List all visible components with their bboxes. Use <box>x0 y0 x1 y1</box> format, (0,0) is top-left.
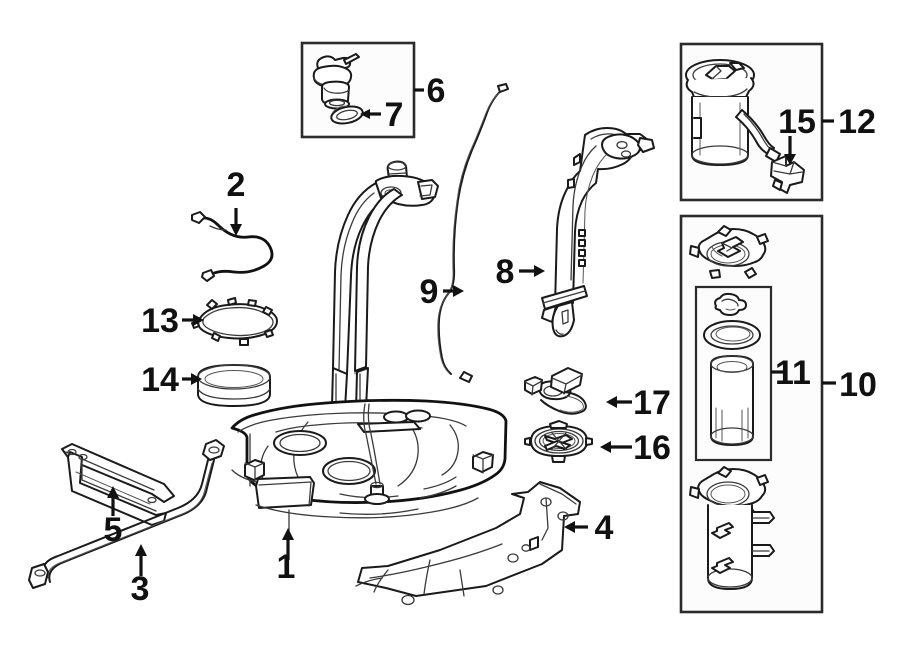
callout-1: 1 <box>277 548 296 586</box>
callout-8: 8 <box>496 253 515 291</box>
callout-4: 4 <box>595 509 614 547</box>
leader-13 <box>182 314 204 326</box>
callout-6: 6 <box>427 72 446 110</box>
part-tank-strap <box>28 439 225 589</box>
leader-16 <box>600 441 632 453</box>
part-filter-element <box>710 355 754 446</box>
leader-5 <box>107 486 119 516</box>
part-fuel-pressure-regulator <box>312 53 360 110</box>
part-filler-neck-housing <box>541 127 655 338</box>
part-pump-connector-clip <box>770 155 805 194</box>
part-vent-tube <box>437 83 509 383</box>
callout-14: 14 <box>141 361 179 399</box>
leader-1 <box>282 528 294 560</box>
leader-3 <box>135 544 147 576</box>
part-fuel-pump-sender-assembly <box>685 59 781 166</box>
part-fuel-level-sensor <box>524 367 587 415</box>
callout-12: 12 <box>838 103 876 141</box>
callout-17: 17 <box>633 384 671 422</box>
part-fuel-tank <box>230 398 508 535</box>
part-tank-seal-gasket <box>197 364 271 407</box>
callout-7: 7 <box>385 96 404 134</box>
leader-7 <box>360 109 381 119</box>
part-regulator-seal-ring <box>330 105 364 125</box>
callout-11: 11 <box>775 354 811 392</box>
leader-9 <box>443 285 464 297</box>
part-pump-module-housing <box>689 466 775 590</box>
part-filter-seal-ring <box>703 320 761 350</box>
callout-16: 16 <box>633 429 671 467</box>
leader-14 <box>182 373 202 385</box>
callout-5: 5 <box>104 511 123 549</box>
part-fuel-filler-pipe <box>331 160 439 420</box>
leader-15 <box>784 136 796 165</box>
part-pump-module-top-cap <box>689 225 769 279</box>
callout-3: 3 <box>131 570 150 608</box>
callout-10: 10 <box>839 366 877 404</box>
part-ground-strap-cable <box>191 211 274 282</box>
part-heat-shield-bracket <box>355 481 581 606</box>
leader-8 <box>519 265 545 277</box>
leader-4 <box>564 521 588 533</box>
callout-9: 9 <box>420 273 439 311</box>
part-filter-cap <box>714 292 747 316</box>
leader-17 <box>606 396 632 408</box>
part-fuel-tank-cover-plate <box>524 420 593 463</box>
callout-2: 2 <box>227 166 246 204</box>
leader-2 <box>230 208 242 236</box>
callout-13: 13 <box>141 302 179 340</box>
callout-15: 15 <box>778 103 816 141</box>
part-lock-ring-retainer <box>191 297 278 346</box>
